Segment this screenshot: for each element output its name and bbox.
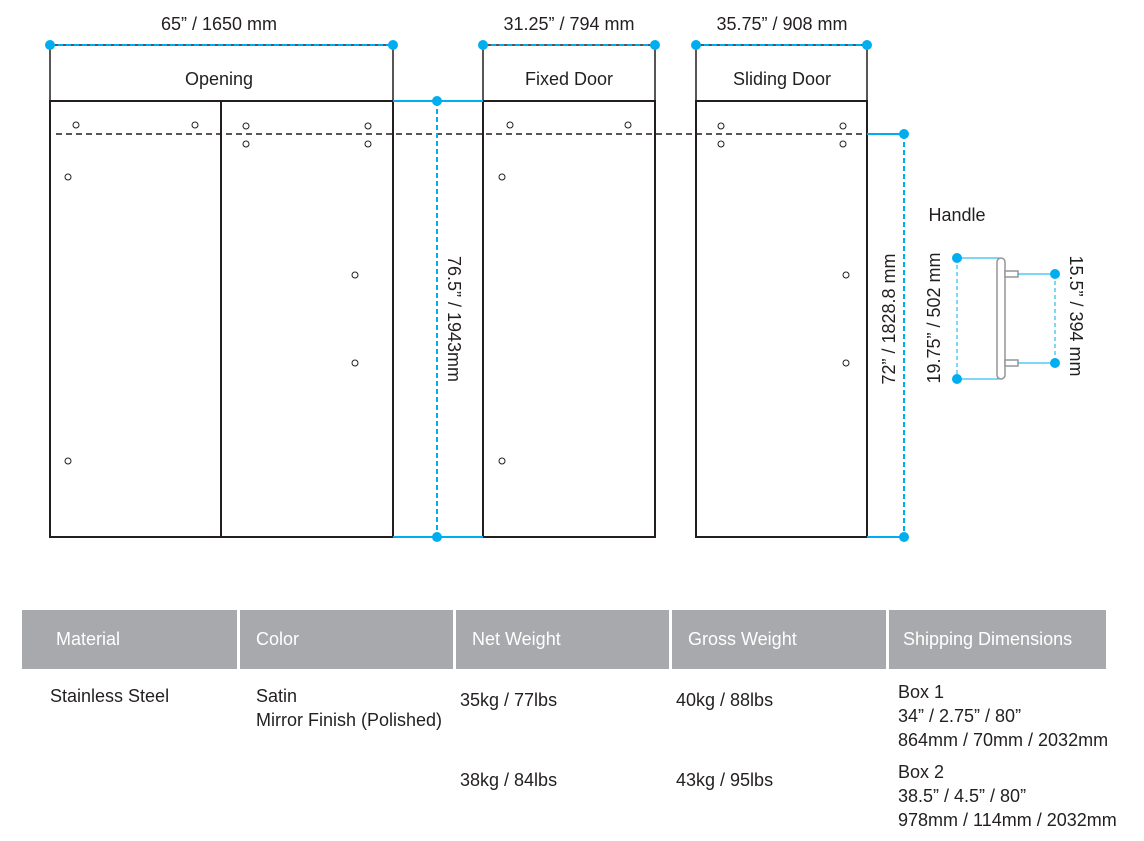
sliding-door-width-label: 35.75” / 908 mm xyxy=(716,14,847,34)
gross-weight-row-2: 43kg / 95lbs xyxy=(676,770,774,790)
dim-dot xyxy=(899,532,909,542)
header-net-weight: Net Weight xyxy=(456,610,672,669)
box-2-title: Box 2 xyxy=(898,762,945,782)
overall-height-label: 76.5” / 1943mm xyxy=(444,256,464,382)
overall-width-label: 65” / 1650 mm xyxy=(161,14,277,34)
hole xyxy=(842,271,850,279)
handle-bar xyxy=(996,257,1006,380)
dim-dot xyxy=(388,40,398,50)
box-1-dim-inches: 34” / 2.75” / 80” xyxy=(898,706,1022,726)
box-2-dim-mm: 978mm / 114mm / 2032mm xyxy=(898,810,1117,830)
header-gross-weight: Gross Weight xyxy=(672,610,889,669)
handle-bottom-post xyxy=(1004,359,1019,367)
hole xyxy=(64,173,72,181)
handle-length-label: 19.75” / 502 mm xyxy=(924,252,944,383)
fixed-door-label: Fixed Door xyxy=(525,69,613,89)
hole xyxy=(191,121,199,129)
dim-dot xyxy=(952,374,962,384)
box-2-dim-inches: 38.5” / 4.5” / 80” xyxy=(898,786,1027,806)
hole xyxy=(64,457,72,465)
gross-weight-row-1: 40kg / 88lbs xyxy=(676,690,774,710)
opening-right-panel xyxy=(220,100,394,538)
hole xyxy=(242,122,250,130)
dimension-endpoints xyxy=(45,40,1060,542)
hole xyxy=(72,121,80,129)
handle-top-post xyxy=(1004,270,1019,278)
box-1-title: Box 1 xyxy=(898,682,945,702)
box-1-dim-mm: 864mm / 70mm / 2032mm xyxy=(898,730,1109,750)
header-color: Color xyxy=(240,610,456,669)
fixed-door-panel xyxy=(482,100,656,538)
shower-door-diagram: 65” / 1650 mm 31.25” / 794 mm 35.75” / 9… xyxy=(45,14,1086,542)
hole xyxy=(506,121,514,129)
dim-dot xyxy=(691,40,701,50)
dim-dot xyxy=(650,40,660,50)
net-weight-row-1: 35kg / 77lbs xyxy=(460,690,558,710)
material-value: Stainless Steel xyxy=(50,686,170,706)
hole xyxy=(351,359,359,367)
door-panels xyxy=(49,100,868,538)
handle-drawing xyxy=(996,257,1019,380)
opening-left-panel xyxy=(49,100,222,538)
hole xyxy=(498,173,506,181)
dim-dot xyxy=(862,40,872,50)
dim-dot xyxy=(45,40,55,50)
hole xyxy=(839,122,847,130)
handle-center-label: 15.5” / 394 mm xyxy=(1066,255,1086,376)
net-weight-row-2: 38kg / 84lbs xyxy=(460,770,558,790)
hole xyxy=(624,121,632,129)
sliding-door-panel xyxy=(695,100,868,538)
hole xyxy=(717,140,725,148)
hole xyxy=(717,122,725,130)
hole xyxy=(842,359,850,367)
hole xyxy=(364,140,372,148)
color-value-1: Satin xyxy=(256,686,298,706)
opening-label: Opening xyxy=(185,69,253,89)
hole xyxy=(242,140,250,148)
dim-dot xyxy=(952,253,962,263)
sliding-door-bracket xyxy=(695,44,868,101)
dim-dot xyxy=(432,532,442,542)
dim-dot xyxy=(432,96,442,106)
hole xyxy=(351,271,359,279)
mounting-holes xyxy=(64,121,850,465)
sliding-door-label: Sliding Door xyxy=(733,69,831,89)
dim-dot xyxy=(899,129,909,139)
spec-table: Material Color Net Weight Gross Weight S… xyxy=(22,610,1106,669)
fixed-door-width-label: 31.25” / 794 mm xyxy=(503,14,634,34)
header-shipping-dimensions: Shipping Dimensions xyxy=(889,610,1106,669)
hole xyxy=(839,140,847,148)
dim-dot xyxy=(478,40,488,50)
sliding-height-label: 72” / 1828.8 mm xyxy=(879,253,899,384)
fixed-door-bracket xyxy=(482,44,656,101)
header-material: Material xyxy=(22,610,240,669)
hole xyxy=(364,122,372,130)
hole xyxy=(498,457,506,465)
table-header-row: Material Color Net Weight Gross Weight S… xyxy=(22,610,1106,669)
handle-label: Handle xyxy=(928,205,985,225)
color-value-2: Mirror Finish (Polished) xyxy=(256,710,443,730)
dimension-lines xyxy=(50,44,1056,538)
